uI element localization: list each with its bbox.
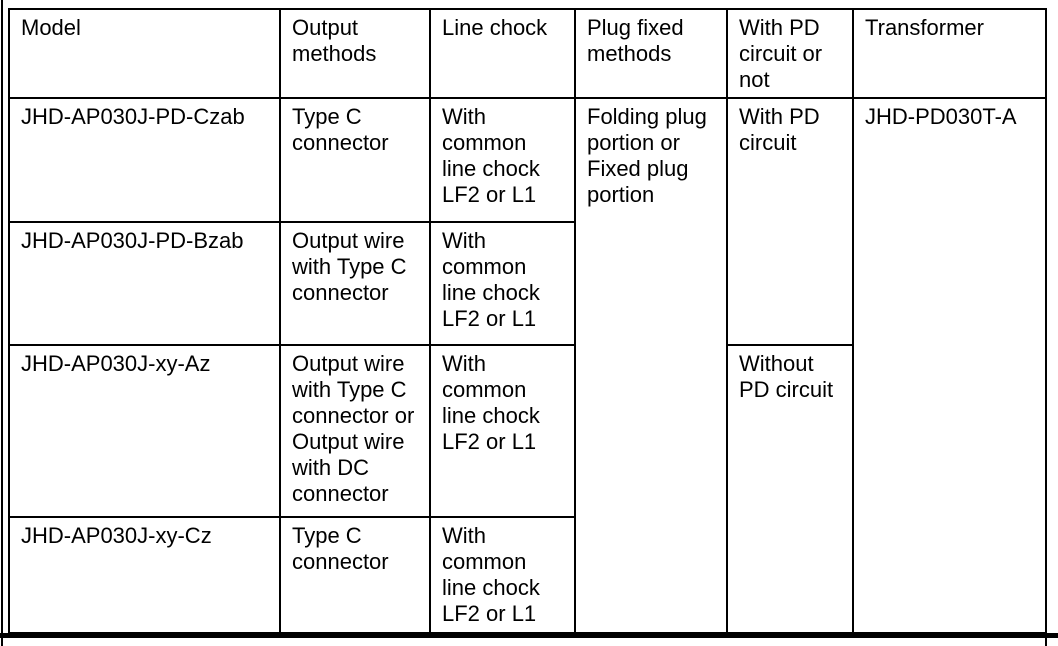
plug-fixed-methods-cell: Folding plug portion or Fixed plug porti… xyxy=(574,97,728,634)
table-row: JHD-AP030J-xy-Az Output wire with Type C… xyxy=(8,344,1046,634)
page-border-left xyxy=(1,0,3,646)
output-method-cell: Output wire with Type C connector xyxy=(279,221,431,346)
header-model: Model xyxy=(8,8,281,99)
model-cell: JHD-AP030J-xy-Cz xyxy=(8,516,281,634)
output-method-cell: Type C connector xyxy=(279,516,431,634)
header-transformer: Transformer xyxy=(852,8,1047,99)
line-chock-cell: With common line chock LF2 or L1 xyxy=(429,344,576,518)
header-row: Model Output methods Line chock Plug fix… xyxy=(8,8,1047,99)
header-plug-fixed-methods: Plug fixed methods xyxy=(574,8,728,99)
transformer-cell: JHD-PD030T-A xyxy=(852,97,1047,634)
output-method-cell: Output wire with Type C connector or Out… xyxy=(279,344,431,518)
header-line-chock: Line chock xyxy=(429,8,576,99)
page-border-right xyxy=(1045,8,1047,646)
model-cell: JHD-AP030J-PD-Czab xyxy=(8,97,281,223)
without-pd-circuit-cell: Without PD circuit xyxy=(726,344,854,634)
table-row: JHD-AP030J-xy-Cz Type C connector With c… xyxy=(8,516,1046,634)
table-row: JHD-AP030J-PD-Czab Type C connector With… xyxy=(8,97,1047,634)
header-pd-circuit: With PD circuit or not xyxy=(726,8,854,99)
product-spec-table: Model Output methods Line chock Plug fix… xyxy=(8,8,1047,634)
output-method-cell: Type C connector xyxy=(279,97,431,223)
line-chock-cell: With common line chock LF2 or L1 xyxy=(429,221,576,346)
table-row: JHD-AP030J-PD-Bzab Output wire with Type… xyxy=(8,221,1046,346)
page-bottom-rule xyxy=(0,633,1058,638)
with-pd-circuit-cell: With PD circuit xyxy=(726,97,854,346)
line-chock-cell: With common line chock LF2 or L1 xyxy=(429,516,576,634)
model-cell: JHD-AP030J-PD-Bzab xyxy=(8,221,281,346)
line-chock-cell: With common line chock LF2 or L1 xyxy=(429,97,576,223)
header-output-methods: Output methods xyxy=(279,8,431,99)
model-cell: JHD-AP030J-xy-Az xyxy=(8,344,281,518)
